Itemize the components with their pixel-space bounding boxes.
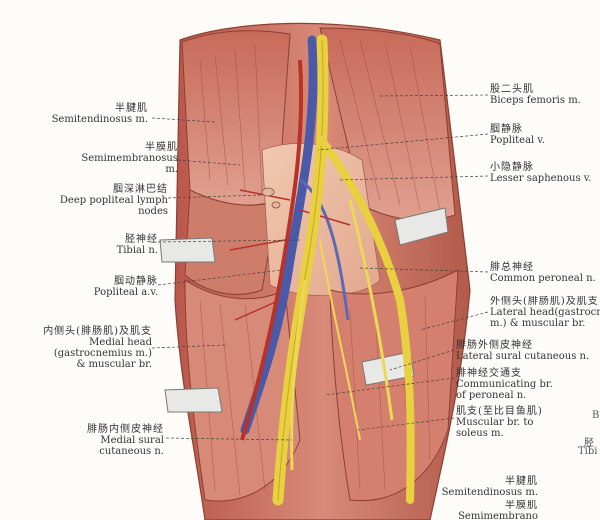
edge-fragment-b: B: [592, 410, 600, 421]
label-communicating-peroneal: 腓神经交通支 Communicating br. of peroneal n.: [456, 368, 553, 401]
common-peroneal-nerve: [318, 136, 415, 504]
label-medial-head-gastrocnemius: 内侧头(腓肠肌)及肌支 Medial head (gastrocnemius m…: [43, 326, 152, 370]
label-semimembranosus: 半膜肌 Semimembranosus m.: [81, 142, 178, 175]
label-medial-sural-cutaneous: 腓肠内侧皮神经 Medial sural cutaneous n.: [87, 424, 164, 457]
retractor-left-upper: [159, 237, 216, 263]
biceps-femoris-muscle: [319, 27, 456, 221]
lesser-saphenous-vein: [299, 178, 350, 321]
label-semitendinosus: 半腱肌 Semitendinosus m.: [51, 103, 148, 125]
label-lateral-head-gastrocnemius: 外侧头(腓肠肌)及肌支 Lateral head(gastrocne m.) &…: [490, 296, 600, 329]
edge-fragment-zh: 胫: [584, 438, 594, 449]
label-muscular-branch-soleus: 肌支(至比目鱼肌) Muscular br. to soleus m.: [456, 406, 543, 439]
label-lateral-sural-cutaneous: 腓肠外侧皮神经 Lateral sural cutaneous n.: [456, 340, 590, 362]
medial-sural-cutaneous-nerve: [290, 279, 307, 471]
label-popliteal-artery-vein: 腘动静脉 Popliteal a.v.: [93, 276, 158, 298]
label-biceps-femoris: 股二头肌 Biceps femoris m.: [490, 84, 581, 106]
label-lesser-saphenous-vein: 小隐静脉 Lesser saphenous v.: [490, 162, 592, 184]
deep-popliteal-lymph-node: [261, 187, 275, 197]
popliteal-artery: [240, 59, 304, 441]
label-popliteal-vein: 腘静脉 Popliteal v.: [490, 124, 546, 146]
label-bottom-semimembranosus: 半膜肌 Semimembrano: [458, 500, 538, 520]
retractor-right-upper: [394, 207, 449, 246]
semimembranosus-muscle: [184, 189, 279, 295]
retractor-right-lower: [361, 351, 415, 386]
label-common-peroneal-nerve: 腓总神经 Common peroneal n.: [490, 262, 596, 284]
label-bottom-semitendinosus: 半腱肌 Semitendinosus m.: [441, 476, 538, 498]
label-deep-popliteal-lymph-nodes: 腘深淋巴结 Deep popliteal lymph nodes: [59, 184, 168, 217]
lateral-sural-cutaneous-nerve: [348, 199, 394, 421]
popliteal-vein: [240, 35, 318, 435]
muscular-branch-soleus: [319, 239, 361, 441]
retractor-left-lower: [164, 387, 223, 413]
label-tibial-nerve: 胫神经 Tibial n.: [116, 234, 158, 256]
edge-fragment-tibi: Tibi: [578, 446, 598, 457]
